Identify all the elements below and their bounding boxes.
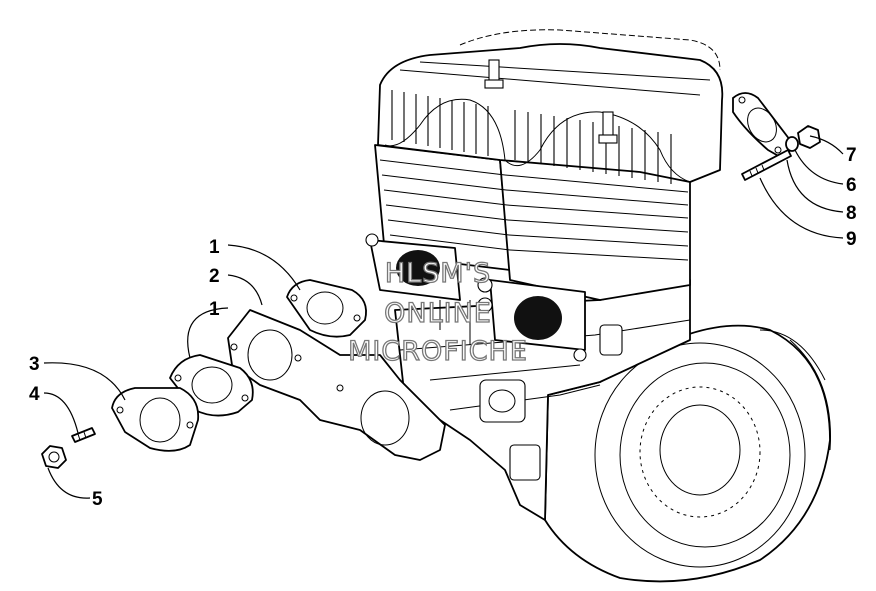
engine-assembly [365, 29, 831, 583]
watermark: HLSM'S ONLINE MICROFICHE [347, 257, 528, 367]
exhaust-flange [111, 387, 200, 452]
callout-7: 7 [846, 145, 857, 166]
watermark-line-2: ONLINE [384, 298, 492, 329]
exhaust-manifold-gasket [227, 309, 446, 461]
watermark-line-1: HLSM'S [385, 258, 491, 289]
callout-2: 2 [209, 266, 220, 287]
bell-housing [544, 324, 831, 583]
exhaust-gasket-right [732, 92, 792, 159]
callout-6: 6 [846, 175, 857, 196]
stud-right [741, 149, 792, 181]
callout-4: 4 [29, 384, 40, 405]
lock-washer [785, 136, 799, 152]
callout-3: 3 [29, 354, 40, 375]
leader-lines [43, 135, 844, 499]
nut-left [41, 445, 67, 469]
callout-5: 5 [92, 489, 103, 510]
callout-1-lower: 1 [209, 299, 220, 320]
stud-left [71, 427, 96, 443]
callout-labels: 1 2 1 3 4 5 7 6 8 9 [29, 145, 857, 510]
nut-right [797, 125, 821, 149]
callout-1-upper: 1 [209, 237, 220, 258]
callout-8: 8 [846, 203, 857, 224]
cylinder-heads [377, 29, 724, 184]
cylinders [365, 144, 691, 362]
watermark-line-3: MICROFICHE [348, 336, 528, 367]
callout-9: 9 [846, 229, 857, 250]
